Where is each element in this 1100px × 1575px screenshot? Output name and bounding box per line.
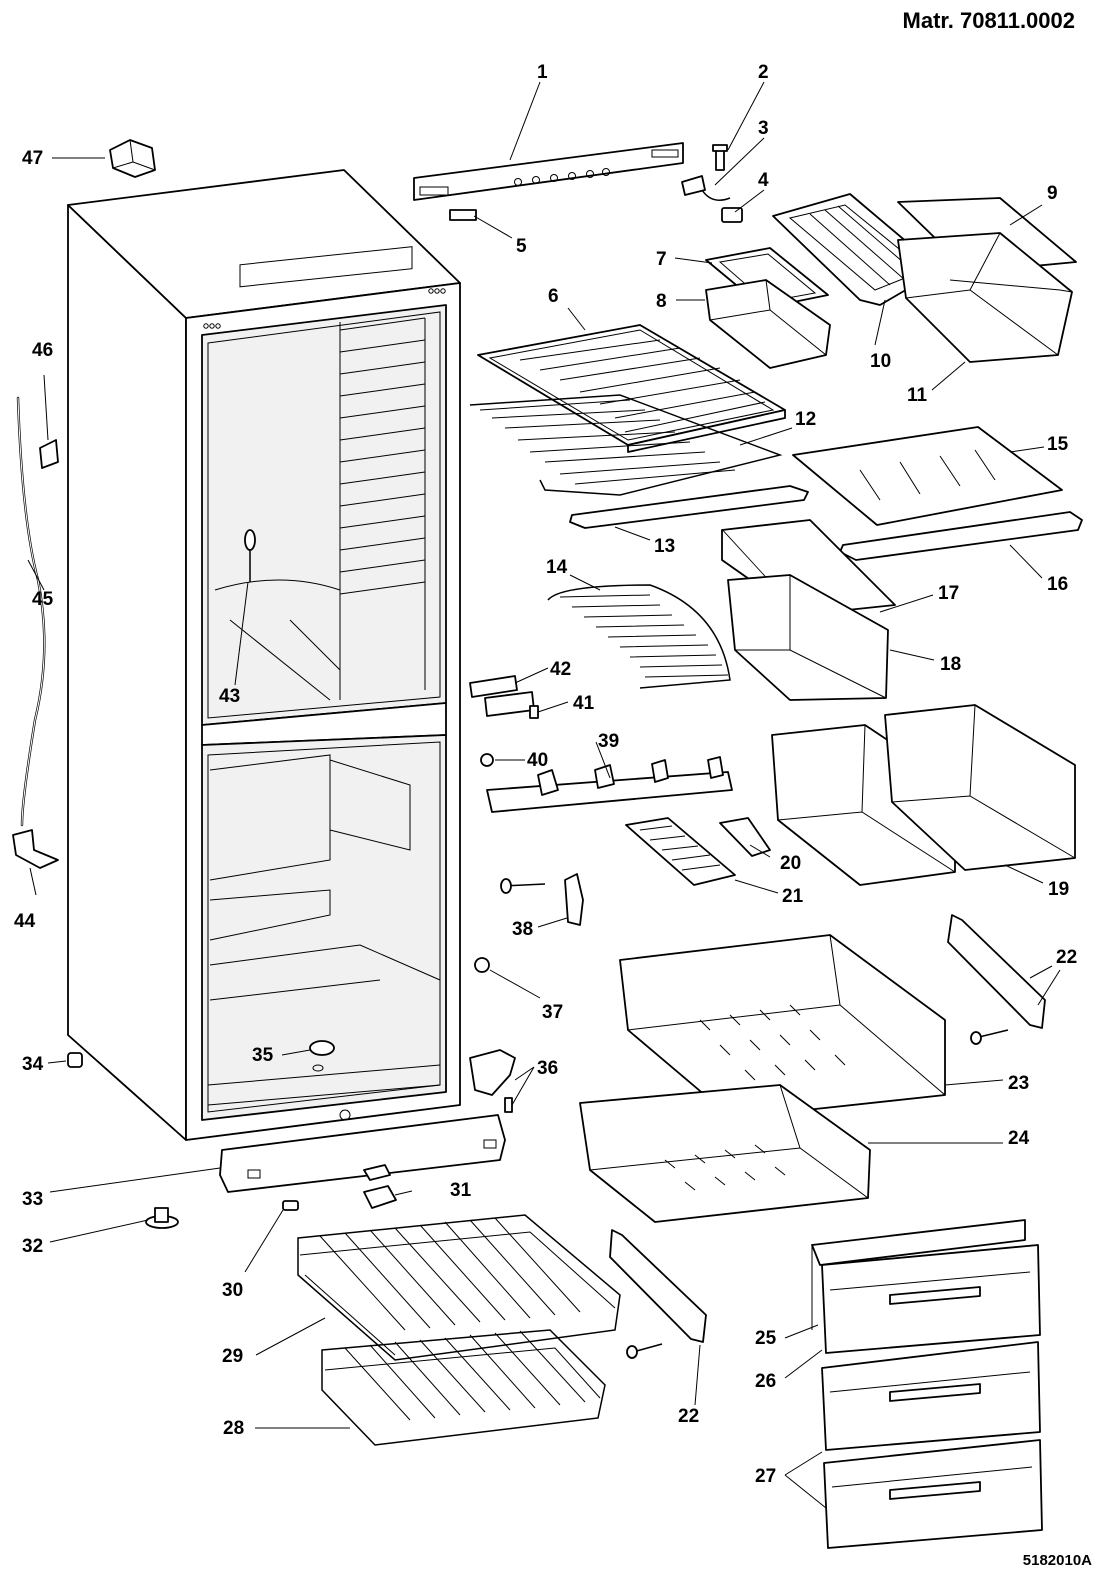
rail-22-lower [609,1229,707,1359]
callout-33: 33 [22,1189,43,1210]
callout-39: 39 [598,731,619,752]
tray-8 [705,279,831,369]
cap-5 [449,209,477,221]
pin-2 [712,144,728,171]
callout-32: 32 [22,1236,43,1257]
callout-16: 16 [1047,574,1068,595]
screw-40 [480,753,494,767]
wire-basket-28 [321,1329,606,1446]
callout-25: 25 [755,1328,777,1349]
callout-9: 9 [1047,183,1058,204]
callout-35: 35 [252,1045,274,1066]
clip-46 [39,439,59,469]
callout-3: 3 [758,118,769,139]
callout-36: 36 [537,1058,558,1079]
hinge-38 [500,873,584,926]
drawer-24 [579,1084,871,1223]
door-frame-25 [811,1219,1026,1330]
drawer-front-27-lower [823,1439,1043,1549]
callout-14: 14 [546,557,568,578]
callout-41: 41 [573,693,595,714]
callout-46: 46 [32,340,53,361]
callout-2: 2 [758,62,769,83]
rail-22-upper [947,914,1046,1045]
thermostat-bulb-43 [244,529,256,582]
bracket-42 [469,675,518,698]
callout-1: 1 [537,62,548,83]
pin-30 [282,1200,299,1211]
adjustable-foot-32 [145,1207,179,1229]
callout-15: 15 [1047,434,1069,455]
shelf-runners-upper [339,317,426,700]
callout-22a: 22 [1056,947,1077,968]
callout-28: 28 [223,1418,244,1439]
drawer-front-27-upper [821,1341,1041,1451]
bin-18 [727,574,889,701]
callout-17: 17 [938,583,959,604]
top-cap-47 [109,139,156,178]
lamp-cover-4 [721,207,743,223]
wire-basket-29 [297,1214,621,1361]
callout-6: 6 [548,286,559,307]
callout-12: 12 [795,409,816,430]
foot-34 [67,1052,83,1068]
cover-31 [363,1185,397,1209]
callout-26: 26 [755,1371,776,1392]
callout-8: 8 [656,291,667,312]
callout-11: 11 [907,385,928,406]
refrigerator-cabinet [67,169,461,1141]
callout-21: 21 [782,886,804,907]
callout-10: 10 [870,351,891,372]
callout-23: 23 [1008,1073,1029,1094]
callout-labels: 1 2 3 4 5 6 7 8 9 10 11 12 13 14 15 16 1… [14,62,1077,1487]
glass-shelf-15 [792,426,1063,526]
scoop-20 [719,817,771,857]
bottom-hinge-36 [469,1049,516,1113]
leader-lines [27,81,1061,1509]
callout-37: 37 [542,1002,563,1023]
hinge-cover-39 [486,756,733,813]
gasket-45 [16,396,46,827]
callout-42: 42 [550,659,571,680]
callout-19: 19 [1048,879,1069,900]
callout-5: 5 [516,236,527,257]
callout-31: 31 [450,1180,472,1201]
callout-47: 47 [22,148,43,169]
callout-22b: 22 [678,1406,699,1427]
callout-24: 24 [1008,1128,1030,1149]
callout-20: 20 [780,853,801,874]
kick-plate-33 [219,1114,506,1193]
bracket-44 [12,829,59,869]
callout-4: 4 [758,170,769,191]
drawer-front-26 [821,1244,1041,1354]
callout-27: 27 [755,1466,776,1487]
ice-tray-21 [625,817,736,886]
glass-shelf-6 [477,324,786,453]
callout-7: 7 [656,249,667,270]
callout-13: 13 [654,536,675,557]
callout-43: 43 [219,686,240,707]
callout-34: 34 [22,1054,44,1075]
callout-30: 30 [222,1280,243,1301]
drain-plug-35 [309,1040,335,1072]
wire-rack-14 [547,584,731,689]
trim-13 [569,485,809,529]
callout-45: 45 [32,589,54,610]
drawing-code: 5182010A [1023,1552,1092,1569]
material-number: Matr. 70811.0002 [903,8,1075,33]
callout-29: 29 [222,1346,243,1367]
callout-40: 40 [527,750,548,771]
control-panel-1 [413,142,684,201]
switch-3 [681,175,731,201]
callout-38: 38 [512,919,533,940]
bracket-41 [484,691,539,719]
callout-18: 18 [940,654,961,675]
bin-11 [897,232,1073,363]
screw-37 [474,957,490,973]
drawer-23 [619,934,946,1119]
callout-44: 44 [14,911,36,932]
bin-19-right [884,704,1076,871]
wire-shelf-12 [469,394,783,496]
